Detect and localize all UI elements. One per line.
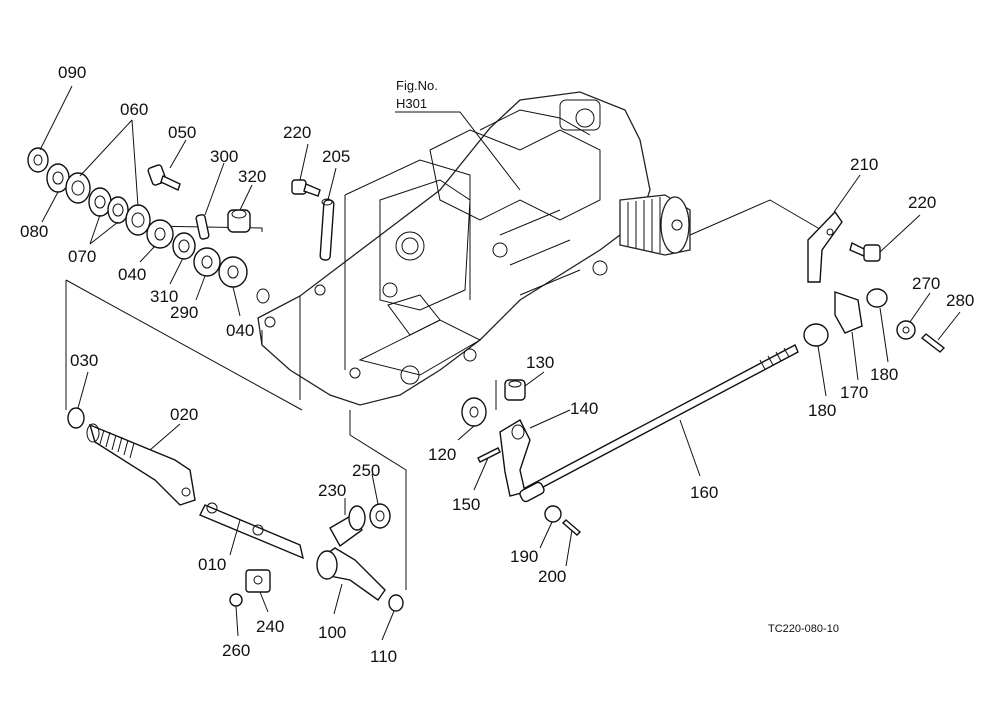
part-310-washer[interactable]	[172, 232, 196, 260]
center-linkage	[291, 179, 799, 536]
part-110-o-ring[interactable]	[388, 594, 404, 612]
part-280-pin[interactable]	[920, 333, 946, 353]
callout-280: 280	[946, 291, 974, 310]
part-220-bolt-a[interactable]	[291, 179, 321, 197]
callout-140: 140	[570, 399, 598, 418]
callout-030: 030	[70, 351, 98, 370]
callout-020: 020	[170, 405, 198, 424]
part-130-bolt[interactable]	[504, 379, 526, 401]
callout-230: 230	[318, 481, 346, 500]
callout-110: 110	[370, 647, 397, 666]
part-090-seal[interactable]	[27, 147, 49, 173]
drawing-reference: TC220-080-10	[768, 623, 839, 635]
callout-210: 210	[850, 155, 878, 174]
part-140-lever[interactable]	[499, 419, 531, 497]
assembly-brackets	[65, 111, 831, 590]
callout-260: 260	[222, 641, 250, 660]
fig-no-value: H301	[396, 96, 427, 111]
hydraulic-housing	[257, 91, 691, 406]
callout-200: 200	[538, 567, 566, 586]
part-240-arm[interactable]	[245, 569, 271, 593]
callout-220-b: 220	[908, 193, 936, 212]
part-040-bushing-b[interactable]	[218, 256, 248, 288]
part-290-collar[interactable]	[193, 247, 221, 277]
part-170-clevis[interactable]	[834, 291, 863, 334]
seal-washer-stack	[27, 147, 270, 304]
part-270-washer[interactable]	[896, 320, 916, 340]
shaft-assembly	[67, 407, 404, 612]
callout-170: 170	[840, 383, 868, 402]
part-150-pin[interactable]	[477, 447, 501, 463]
right-linkage	[803, 210, 946, 353]
callout-010: 010	[198, 555, 226, 574]
callout-310: 310	[150, 287, 178, 306]
part-100-shaft[interactable]	[316, 547, 386, 601]
callout-120: 120	[428, 445, 456, 464]
part-220-bolt-b[interactable]	[849, 241, 881, 262]
part-205-pin[interactable]	[319, 198, 335, 261]
part-060-ring-b[interactable]	[125, 204, 151, 236]
part-030-o-ring[interactable]	[67, 407, 85, 429]
figure-number: Fig.No. H301	[396, 78, 438, 111]
callout-050: 050	[168, 123, 196, 142]
callout-130: 130	[526, 353, 554, 372]
part-020-shaft[interactable]	[86, 423, 196, 506]
leader-lines	[39, 85, 961, 641]
callout-100: 100	[318, 623, 346, 642]
callout-labels: 090 060 050 300 320 220 205 080 070 040 …	[20, 63, 974, 666]
callout-150: 150	[452, 495, 480, 514]
callout-040-a: 040	[118, 265, 146, 284]
callout-300: 300	[210, 147, 238, 166]
part-230-bolt[interactable]	[329, 505, 366, 548]
part-010-shaft[interactable]	[199, 502, 304, 560]
part-050-bolt[interactable]	[147, 164, 181, 191]
part-200-pin[interactable]	[561, 519, 582, 536]
part-040-bushing[interactable]	[146, 219, 174, 249]
part-180-bushing-a[interactable]	[803, 323, 829, 347]
part-320-bushing[interactable]	[227, 209, 251, 233]
part-210-bracket[interactable]	[807, 210, 843, 283]
callout-220-a: 220	[283, 123, 311, 142]
part-120-washer[interactable]	[461, 397, 487, 427]
callout-160: 160	[690, 483, 718, 502]
callout-080: 080	[20, 222, 48, 241]
callout-190: 190	[510, 547, 538, 566]
part-260-clip[interactable]	[229, 593, 243, 607]
callout-180-b: 180	[870, 365, 898, 384]
callout-090: 090	[58, 63, 86, 82]
part-180-bushing-b[interactable]	[866, 288, 888, 308]
part-300-pin[interactable]	[195, 214, 210, 240]
part-060-ring[interactable]	[65, 172, 91, 204]
callout-290: 290	[170, 303, 198, 322]
callout-060: 060	[120, 100, 148, 119]
callout-240: 240	[256, 617, 284, 636]
callout-040-b: 040	[226, 321, 254, 340]
callout-180-a: 180	[808, 401, 836, 420]
part-070-washer[interactable]	[88, 187, 129, 224]
part-190-washer[interactable]	[544, 505, 562, 523]
part-250-nut[interactable]	[369, 503, 391, 529]
part-160-rod[interactable]	[519, 344, 799, 503]
callout-320: 320	[238, 167, 266, 186]
callout-250: 250	[352, 461, 380, 480]
callout-070: 070	[68, 247, 96, 266]
callout-205: 205	[322, 147, 350, 166]
callout-270: 270	[912, 274, 940, 293]
fig-no-label: Fig.No.	[396, 78, 438, 93]
